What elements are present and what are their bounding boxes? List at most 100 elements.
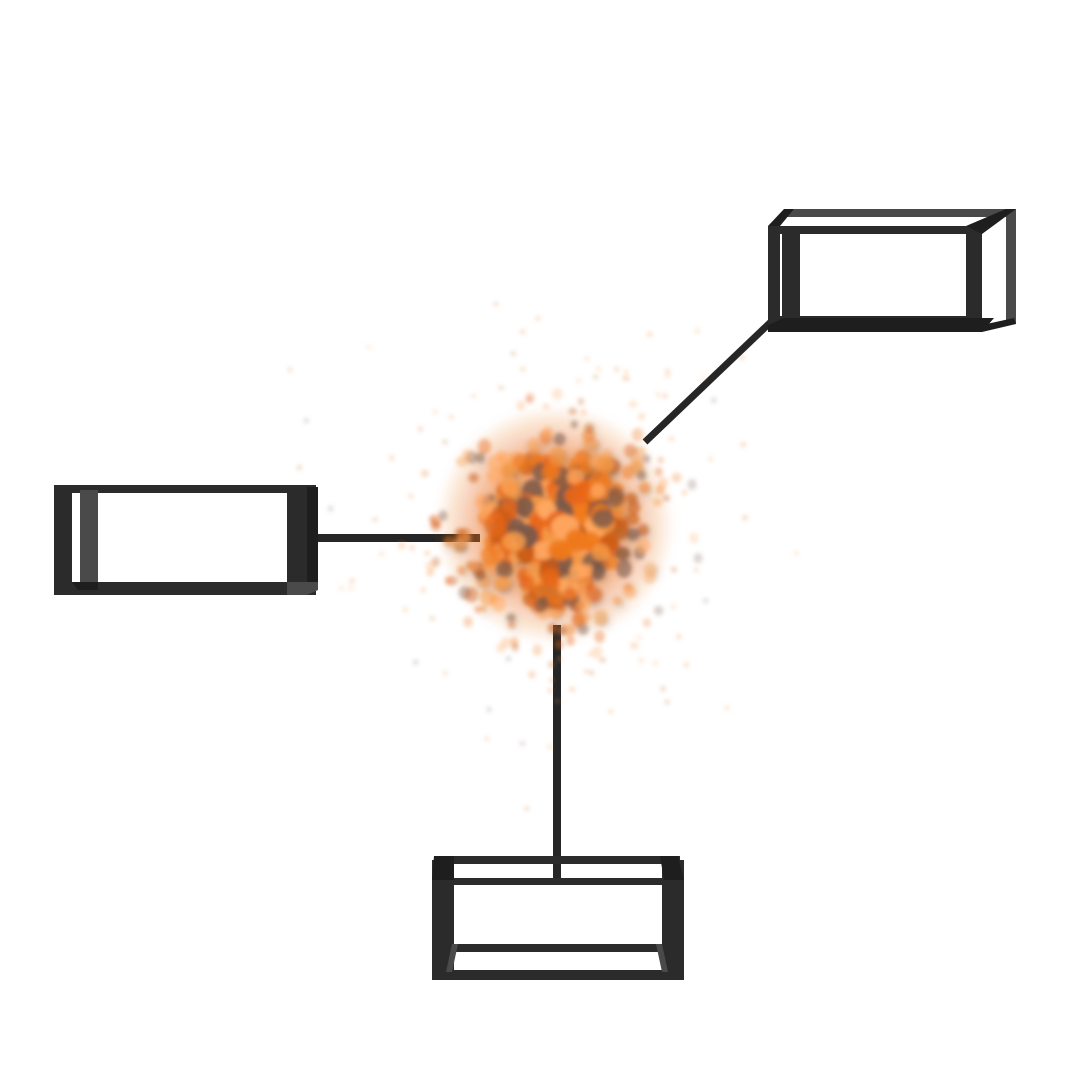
cloud-particle (463, 616, 473, 628)
cloud-particle (500, 637, 511, 649)
cloud-particle (480, 544, 501, 566)
cloud-particle (592, 509, 614, 529)
cloud-particle (457, 565, 467, 575)
cloud-particle (591, 645, 603, 659)
cloud-particle (479, 605, 487, 613)
cloud-particle (462, 449, 473, 460)
cloud-particle (548, 447, 567, 467)
cloud-particle (670, 604, 677, 610)
cloud-particle (660, 685, 666, 692)
cloud-particle (560, 624, 576, 637)
cloud-particle (637, 523, 649, 536)
cloud-particle (520, 329, 525, 335)
cloud-particle (349, 578, 355, 585)
cloud-particle (409, 545, 415, 551)
particle-cloud (287, 301, 799, 811)
cloud-particle (429, 616, 435, 621)
cloud-particle (501, 461, 518, 480)
cloud-particle (574, 449, 592, 467)
cloud-particle (543, 404, 550, 410)
cloud-particle (413, 659, 419, 665)
cloud-particle (418, 426, 423, 432)
cloud-particle (653, 605, 664, 616)
cloud-particle (379, 551, 384, 557)
cloud-particle (664, 699, 670, 705)
cloud-particle (554, 698, 560, 704)
cloud-particle (479, 589, 496, 606)
cloud-particle (442, 439, 448, 445)
cloud-particle (654, 467, 663, 477)
cloud-particle (408, 494, 414, 499)
cloud-particle (711, 397, 717, 404)
cloud-particle (622, 585, 637, 599)
cloud-particle (520, 366, 526, 372)
cloud-particle (547, 623, 558, 634)
cloud-particle (641, 454, 651, 463)
cloud-particle (570, 420, 578, 429)
cloud-particle (657, 477, 669, 489)
cloud-particle (608, 709, 614, 714)
cloud-particle (740, 441, 746, 448)
cloud-particle (594, 630, 605, 644)
cloud-particle (420, 469, 429, 478)
cloud-particle (636, 470, 647, 481)
cloud-particle (636, 635, 642, 641)
cloud-particle (454, 528, 466, 538)
cloud-particle (348, 585, 354, 591)
cloud-particle (629, 641, 639, 650)
cloud-particle (527, 438, 542, 455)
cloud-particle (576, 594, 591, 611)
cloud-particle (486, 467, 505, 484)
cloud-particle (591, 543, 610, 561)
cloud-particle (607, 488, 624, 508)
cloud-particle (593, 374, 599, 380)
cloud-particle (625, 492, 638, 504)
cloud-particle (616, 559, 632, 578)
cloud-particle (506, 655, 511, 662)
cloud-particle (633, 446, 647, 457)
cloud-particle (328, 505, 334, 512)
cloud-particle (566, 635, 575, 646)
cloud-particle (588, 651, 594, 657)
cloud-particle (432, 409, 438, 415)
cloud-particle (612, 596, 623, 605)
cloud-particle (532, 644, 542, 656)
cloud-particle (443, 536, 456, 547)
left-frame (54, 485, 318, 595)
cloud-particle (471, 393, 477, 399)
cloud-particle (590, 483, 606, 498)
cloud-particle (484, 736, 490, 741)
cloud-particle (475, 452, 485, 463)
cloud-particle (568, 407, 577, 415)
cloud-particle (693, 567, 699, 573)
cloud-particle (569, 686, 575, 693)
cloud-particle (430, 520, 442, 532)
cloud-particle (504, 481, 521, 499)
cloud-particle (534, 598, 548, 613)
cloud-particle (742, 515, 748, 521)
cloud-particle (541, 463, 560, 482)
cloud-particle (724, 705, 730, 711)
cloud-particle (502, 531, 526, 552)
top-right-frame (768, 209, 1016, 332)
cloud-particle (580, 409, 587, 415)
cloud-particle (426, 569, 434, 577)
cloud-particle (493, 301, 499, 307)
cloud-particle (498, 385, 504, 390)
cloud-particle (566, 469, 585, 485)
cloud-particle (553, 432, 566, 446)
cloud-particle (507, 620, 516, 629)
cloud-particle (584, 669, 589, 674)
cloud-particle (591, 565, 605, 580)
cloud-particle (515, 496, 535, 518)
cloud-particle (526, 396, 532, 403)
cloud-particle (739, 355, 745, 360)
cloud-particle (452, 538, 465, 553)
cloud-particle (496, 450, 506, 463)
cloud-particle (389, 454, 395, 461)
cloud-particle (657, 456, 664, 464)
cloud-particle (671, 472, 682, 483)
cloud-particle (638, 657, 644, 664)
cloud-particle (402, 607, 408, 612)
cloud-particle (296, 464, 302, 471)
